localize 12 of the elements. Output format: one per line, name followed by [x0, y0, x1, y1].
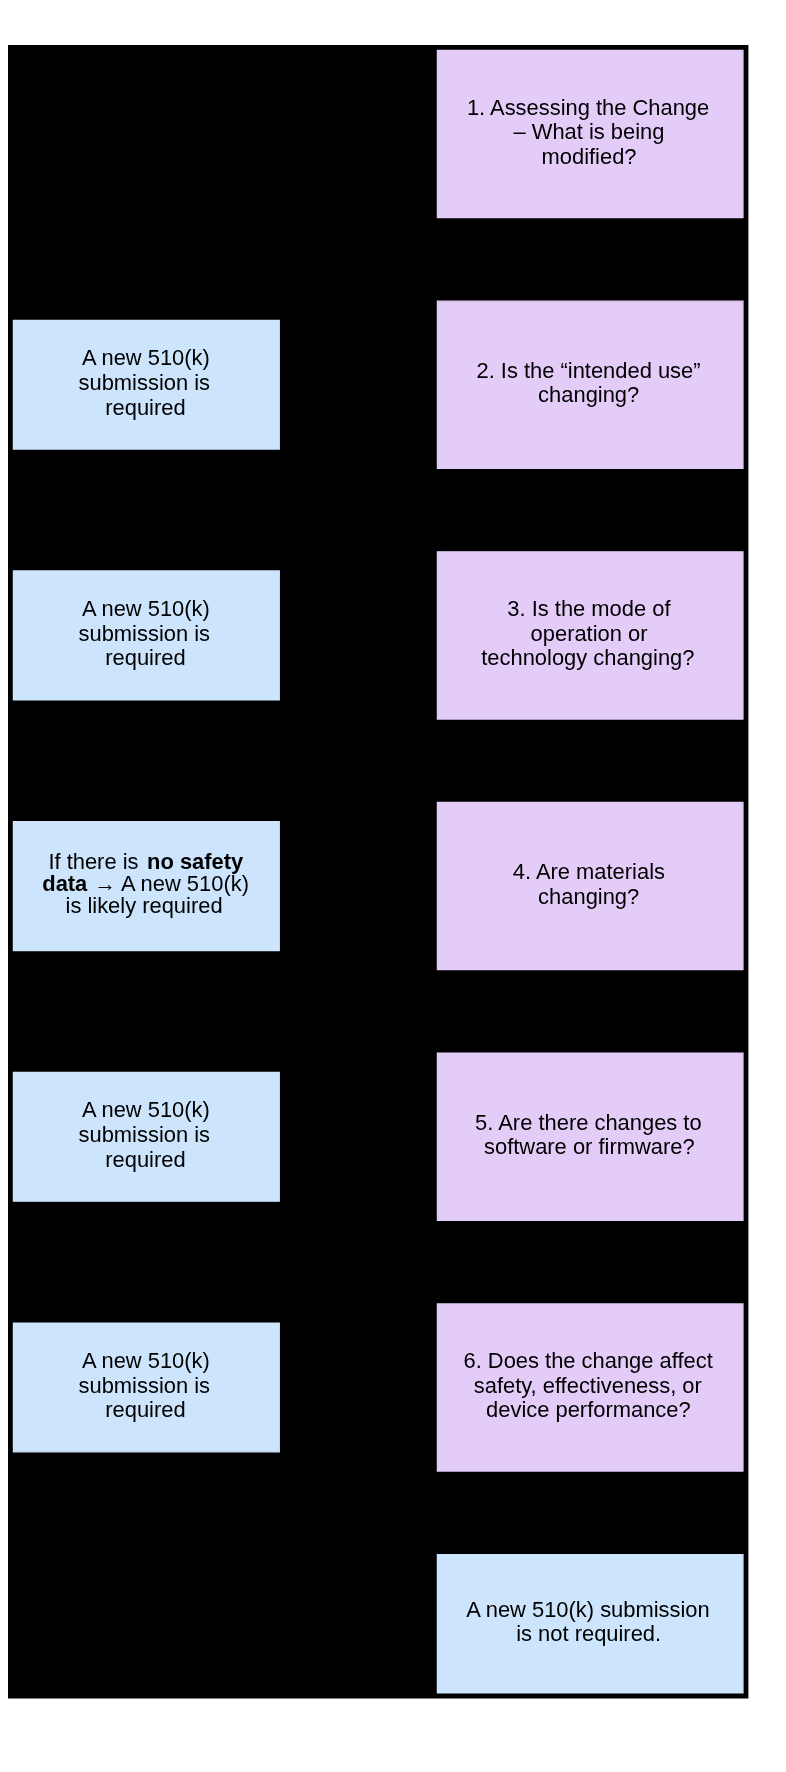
- node-box: 4. Are materials changing?: [436, 801, 744, 970]
- node-box: A new 510(k) submission is required: [12, 319, 280, 450]
- node-box: A new 510(k) submission is not required.: [436, 1553, 744, 1694]
- node-box: If there is no safety data → A new 510(k) is likely required: [12, 820, 280, 951]
- node-box: A new 510(k) submission is required: [12, 569, 280, 700]
- node-box: 1. Assessing the Change – What is being modified?: [436, 49, 744, 218]
- node-box: 2. Is the “intended use” changing?: [436, 299, 744, 469]
- node-box: A new 510(k) submission is required: [12, 1071, 280, 1202]
- node-box: 5. Are there changes to software or firmware?: [436, 1052, 744, 1221]
- node-box: 6. Does the change affect safety, effectiveness, or device performance?: [436, 1302, 744, 1472]
- node-box: 3. Is the mode of operation or technology changing?: [436, 550, 744, 720]
- node-box: A new 510(k) submission is required: [12, 1321, 280, 1453]
